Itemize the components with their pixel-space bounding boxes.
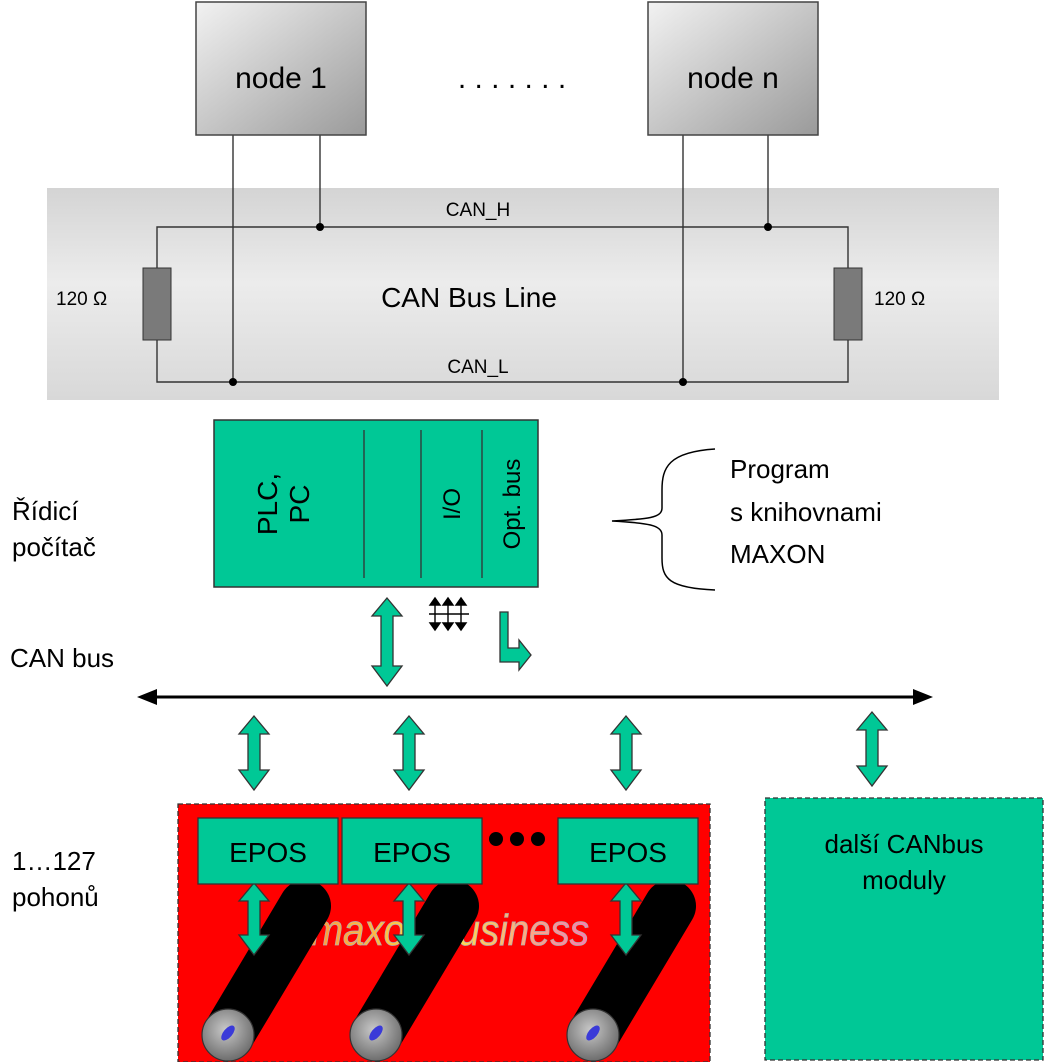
- bus-drive-arrows: [237, 710, 889, 792]
- epos2-motor-arrow: [392, 881, 426, 957]
- slot-plc-line1: PLC,: [252, 473, 283, 535]
- slot-plc-line2: PC: [284, 485, 315, 524]
- controller-label-line2: počítač: [12, 532, 96, 562]
- optbus-arrow-icon: [499, 611, 532, 672]
- slot-io: I/O: [439, 488, 466, 520]
- other-modules-line1: další CANbus: [825, 829, 984, 859]
- bus-wires: [156, 134, 849, 383]
- bus-arrow-epos2: [392, 714, 426, 792]
- controller-label-line1: Řídicí: [12, 496, 79, 526]
- can-bus-label: CAN bus: [10, 643, 114, 673]
- program-line3: MAXON: [730, 539, 825, 569]
- epos-box-3: EPOS: [557, 817, 699, 885]
- node-first-label: node 1: [235, 62, 327, 95]
- io-signal-arrows-icon: [428, 596, 469, 632]
- program-line2: s knihovnami: [730, 497, 882, 527]
- resistor-left-label: 120 Ω: [56, 289, 107, 310]
- node-last: node n: [647, 1, 819, 136]
- resistor-right-label: 120 Ω: [874, 289, 925, 310]
- bus-line-title: CAN Bus Line: [381, 282, 557, 313]
- resistor-left: [142, 267, 172, 341]
- other-canbus-modules: další CANbus moduly: [764, 797, 1044, 1061]
- controller-rack: PLC, PC I/O Opt. bus: [213, 419, 539, 588]
- motor-3: [566, 880, 696, 1062]
- drives-label-line2: pohonů: [12, 882, 99, 912]
- node-first: node 1: [195, 1, 367, 136]
- epos-3-label: EPOS: [589, 837, 667, 868]
- epos-motor-arrows: [237, 881, 643, 957]
- node-last-label: node n: [687, 62, 779, 95]
- epos-box-1: EPOS: [197, 817, 339, 885]
- can-high-label: CAN_H: [446, 200, 510, 221]
- epos-ellipsis-icon: [489, 832, 545, 846]
- epos3-motor-arrow: [609, 881, 643, 957]
- drives-label-line1: 1…127: [12, 846, 96, 876]
- controller-can-arrow: [370, 596, 404, 688]
- can-bus-arrow: [137, 689, 933, 705]
- node-dots: . . . . . . .: [458, 62, 566, 95]
- motor-2: [349, 880, 479, 1062]
- epos-1-label: EPOS: [229, 837, 307, 868]
- epos1-motor-arrow: [237, 881, 271, 957]
- program-brace: [611, 448, 716, 591]
- slot-optbus: Opt. bus: [499, 459, 526, 550]
- resistor-right: [833, 267, 863, 341]
- program-line1: Program: [730, 454, 830, 484]
- epos-2-label: EPOS: [373, 837, 451, 868]
- junction-dots: [229, 223, 772, 386]
- motor-1: [201, 880, 331, 1062]
- can-low-label: CAN_L: [447, 357, 508, 378]
- other-modules-line2: moduly: [862, 865, 946, 895]
- bus-arrow-epos3: [609, 714, 643, 792]
- epos-box-2: EPOS: [341, 817, 483, 885]
- bus-arrow-other: [855, 710, 889, 788]
- bus-arrow-epos1: [237, 714, 271, 792]
